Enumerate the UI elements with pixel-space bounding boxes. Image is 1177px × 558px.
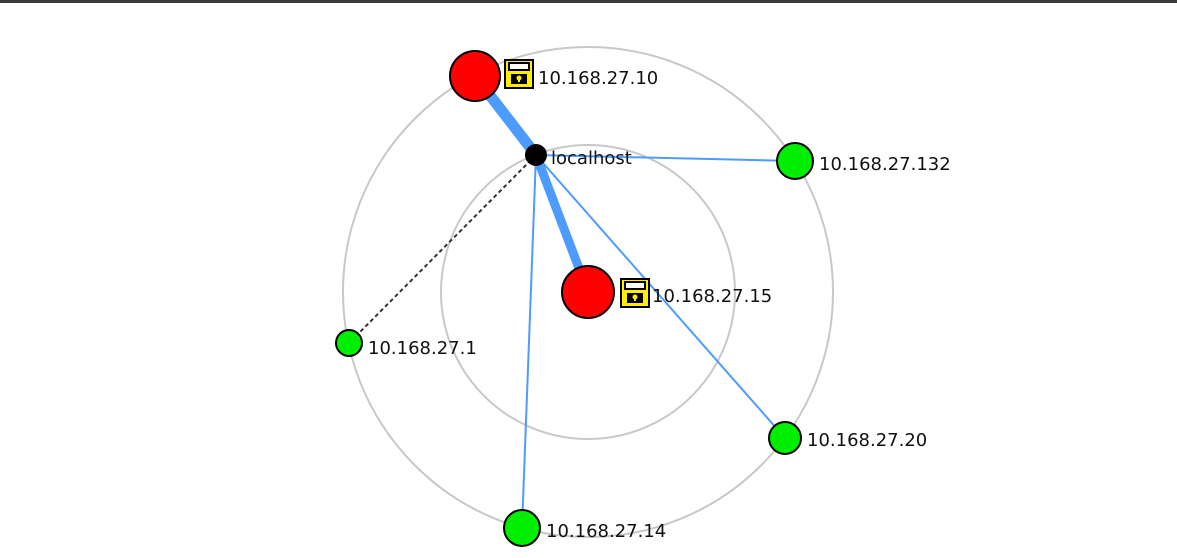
edge-localhost-n20[interactable] bbox=[535, 154, 786, 439]
node-localhost[interactable]: localhost bbox=[525, 144, 632, 169]
node-n132-label: 10.168.27.132 bbox=[819, 154, 951, 175]
edge-localhost-n132[interactable] bbox=[535, 154, 796, 162]
node-n15[interactable]: 10.168.27.15 bbox=[561, 265, 772, 319]
node-n10-label: 10.168.27.10 bbox=[538, 68, 658, 89]
node-localhost-label: localhost bbox=[551, 148, 632, 169]
node-n20[interactable]: 10.168.27.20 bbox=[768, 421, 927, 455]
node-n1-label: 10.168.27.1 bbox=[368, 338, 477, 359]
node-n132-circle[interactable] bbox=[776, 142, 814, 180]
node-n10[interactable]: 10.168.27.10 bbox=[449, 50, 658, 102]
outer-ring bbox=[342, 46, 834, 538]
edge-localhost-n1[interactable] bbox=[348, 154, 537, 344]
node-n15-label: 10.168.27.15 bbox=[652, 286, 772, 307]
node-localhost-circle[interactable] bbox=[525, 144, 547, 166]
node-n1-circle[interactable] bbox=[335, 329, 363, 357]
inner-ring bbox=[440, 144, 736, 440]
lock-icon bbox=[504, 59, 534, 89]
lock-icon bbox=[620, 278, 650, 308]
node-n14[interactable]: 10.168.27.14 bbox=[503, 509, 666, 547]
node-n20-label: 10.168.27.20 bbox=[807, 430, 927, 451]
node-n10-circle[interactable] bbox=[449, 50, 501, 102]
node-n1[interactable]: 10.168.27.1 bbox=[335, 329, 477, 359]
node-n20-circle[interactable] bbox=[768, 421, 802, 455]
node-n132[interactable]: 10.168.27.132 bbox=[776, 142, 951, 180]
node-n14-circle[interactable] bbox=[503, 509, 541, 547]
node-n15-circle[interactable] bbox=[561, 265, 615, 319]
node-n14-label: 10.168.27.14 bbox=[546, 521, 666, 542]
top-border bbox=[0, 0, 1177, 3]
edge-localhost-n14[interactable] bbox=[521, 154, 537, 529]
